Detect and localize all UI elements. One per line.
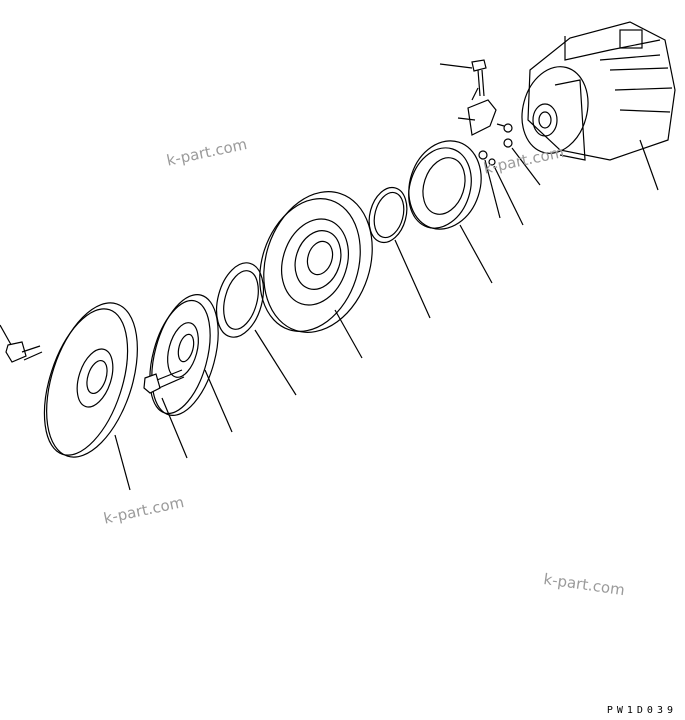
bracket (439, 59, 541, 226)
snap-ring (368, 186, 431, 319)
hub-bolt (143, 369, 188, 459)
drawing-code: PW1D039 (606, 705, 677, 716)
front-plate (43, 302, 138, 491)
bolt-left (0, 324, 43, 363)
field-coil (408, 140, 493, 284)
shim-ring (215, 262, 297, 396)
compressor (521, 21, 676, 191)
pulley (259, 191, 373, 359)
clutch-hub (149, 294, 233, 433)
